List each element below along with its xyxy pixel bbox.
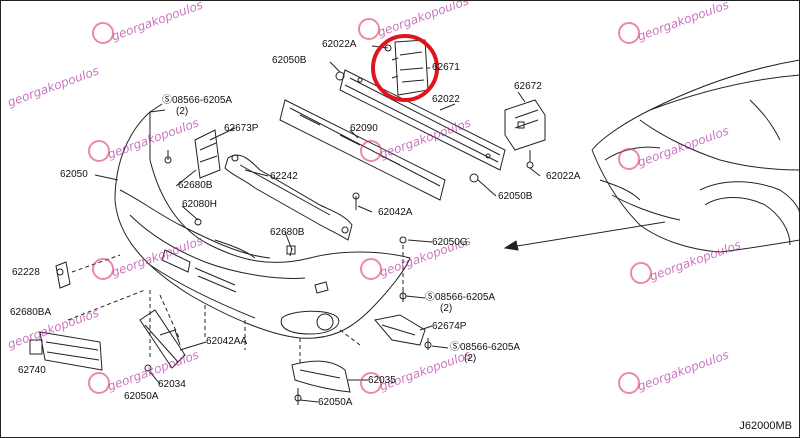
part-label-62050B: 62050B [272, 55, 307, 66]
part-label-62050B-right: 62050B [498, 191, 533, 202]
part-label-62034: 62034 [158, 379, 186, 390]
part-label-62042A: 62042A [378, 207, 413, 218]
part-qty-08566-low: (2) [464, 353, 477, 364]
part-label-62050A-bottom: 62050A [318, 397, 353, 408]
watermark-logo-icon [618, 372, 640, 394]
part-label-62022A-right: 62022A [546, 171, 581, 182]
part-label-62673P: 62673P [224, 123, 259, 134]
bracket-62740 [29, 331, 103, 371]
part-label-62680B-2: 62680B [270, 227, 305, 238]
part-label-62022: 62022 [432, 94, 460, 105]
watermark-logo-icon [358, 18, 380, 40]
part-label-08566-low: Ⓢ08566-6205A [450, 342, 521, 353]
part-label-62242: 62242 [270, 171, 298, 182]
vehicle-outline [591, 59, 800, 253]
watermark-logo-icon [88, 372, 110, 394]
watermark-logo-icon [360, 258, 382, 280]
watermark-logo-icon [630, 262, 652, 284]
part-label-62090: 62090 [350, 123, 378, 134]
highlight-circle [371, 34, 439, 102]
watermark-logo-icon [618, 22, 640, 44]
bracket-62671 [391, 39, 429, 96]
part-label-62050: 62050 [60, 169, 88, 180]
part-qty-08566-top: (2) [176, 106, 189, 117]
part-label-62228: 62228 [12, 267, 40, 278]
part-label-62042AA: 62042AA [206, 336, 248, 347]
bracket-62673P [194, 129, 221, 179]
part-label-62674P: 62674P [432, 321, 467, 332]
part-label-08566-mid: Ⓢ08566-6205A [425, 292, 496, 303]
watermark-logo-icon [88, 140, 110, 162]
diagram-code: J62000MB [739, 420, 792, 432]
bracket-62672 [504, 99, 546, 169]
reinforcement-beam [339, 69, 506, 171]
bracket-62674P [374, 314, 426, 346]
part-label-62680BA: 62680BA [10, 307, 52, 318]
clip-62228 [55, 261, 71, 289]
watermark-logo-icon [360, 372, 382, 394]
part-label-62672: 62672 [514, 81, 542, 92]
leader-lines [67, 245, 404, 365]
part-label-62740: 62740 [18, 365, 46, 376]
part-label-62050G: 62050G [432, 237, 468, 248]
bracket-62034 [139, 309, 186, 369]
part-qty-08566-mid: (2) [440, 303, 453, 314]
part-label-62080H: 62080H [182, 199, 218, 210]
part-label-62035: 62035 [368, 375, 396, 386]
clip-62680B [286, 245, 296, 255]
watermark-logo-icon [92, 22, 114, 44]
watermark-logo-icon [618, 148, 640, 170]
part-label-62050A-left: 62050A [124, 391, 159, 402]
watermark-logo-icon [360, 140, 382, 162]
cover-62035 [291, 360, 351, 393]
inner-bracket-62242 [224, 154, 353, 241]
part-label-62680B: 62680B [178, 180, 213, 191]
location-arrow [503, 221, 666, 251]
part-label-08566-top: Ⓢ08566-6205A [162, 95, 233, 106]
part-label-62022A: 62022A [322, 39, 357, 50]
bumper-fascia [114, 109, 411, 339]
part-label-62671: 62671 [432, 62, 460, 73]
watermark-logo-icon [92, 258, 114, 280]
